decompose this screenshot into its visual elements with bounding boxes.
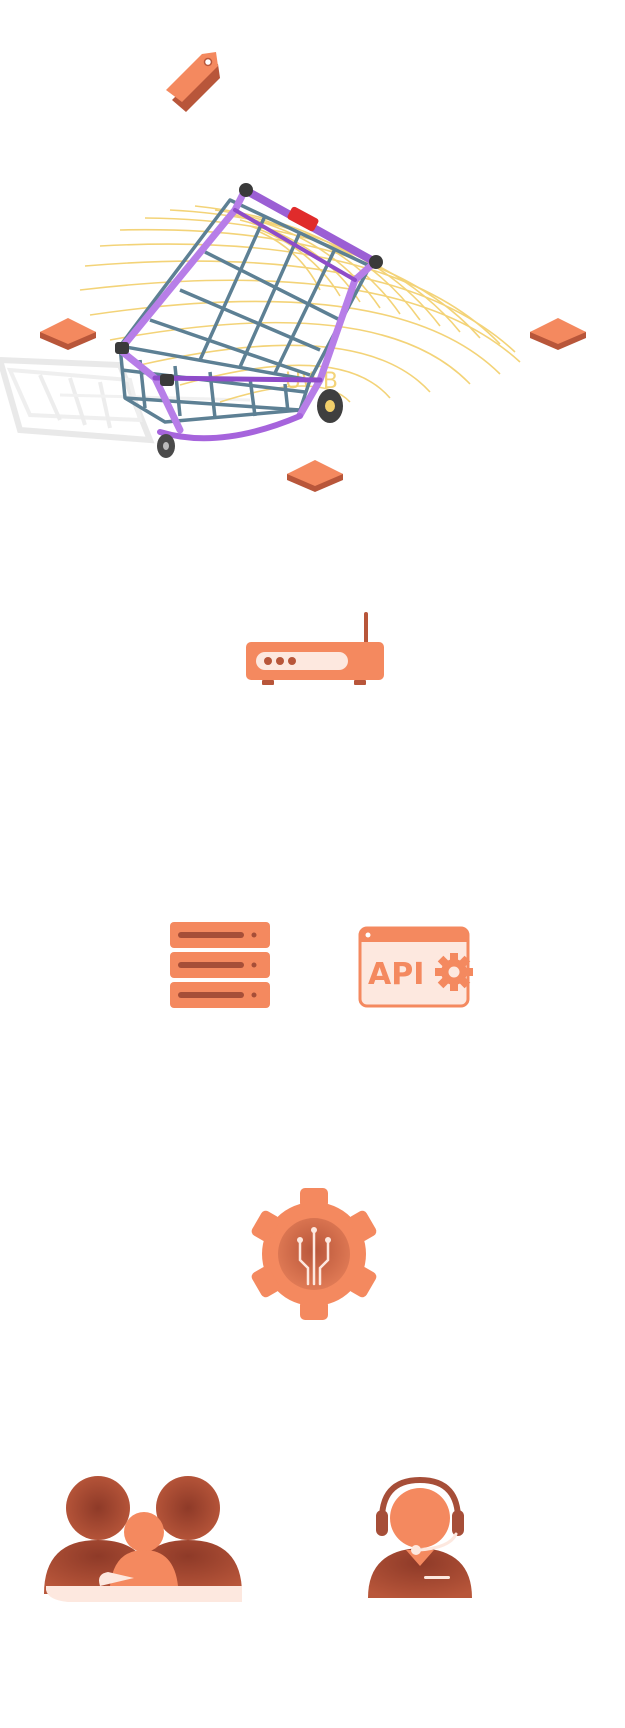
cart-shadow	[0, 356, 251, 444]
cart-wheel-back	[157, 434, 175, 458]
api-label: API	[368, 957, 424, 992]
price-tag-icon	[160, 48, 224, 114]
anchor-tile-bottom	[287, 456, 343, 496]
settings-gear-icon	[435, 953, 473, 991]
api-settings-icon: API	[358, 926, 476, 1008]
cart-wheel-front	[317, 389, 343, 423]
router-icon	[246, 612, 384, 688]
cart-handle-grip	[287, 206, 319, 232]
family-icon	[44, 1474, 244, 1602]
anchor-tile-right	[530, 314, 586, 354]
customer-support-icon	[366, 1474, 474, 1602]
anchor-tile-left	[40, 314, 96, 354]
hand-shape	[46, 1586, 242, 1602]
server-icon	[170, 922, 270, 1008]
shopping-cart-icon: UWB	[0, 170, 600, 470]
gear-chip-icon	[251, 1188, 377, 1320]
